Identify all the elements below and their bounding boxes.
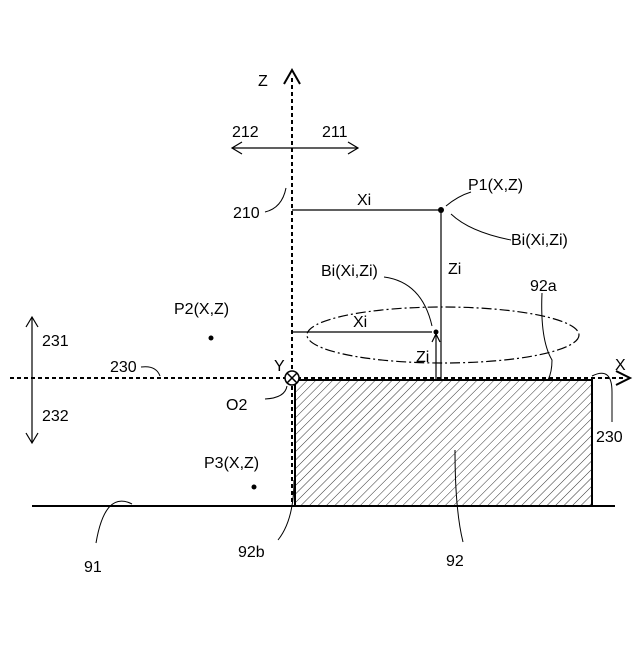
label-230-left: 230 <box>110 359 137 376</box>
label-y-axis: Y <box>274 358 285 375</box>
point-p1 <box>438 207 444 213</box>
label-z-axis: Z <box>258 73 268 90</box>
leader-p1 <box>446 192 471 206</box>
label-91: 91 <box>84 559 102 576</box>
label-212: 212 <box>232 124 259 141</box>
label-211: 211 <box>322 124 348 141</box>
label-210: 210 <box>233 205 260 222</box>
y-axis-symbol <box>285 371 299 385</box>
leader-91 <box>96 501 132 543</box>
leader-230-left <box>141 367 160 376</box>
leader-bi-lower <box>384 277 432 326</box>
label-92b: 92b <box>238 544 265 561</box>
label-origin: O2 <box>226 397 247 414</box>
label-p3: P3(X,Z) <box>204 455 259 472</box>
label-92a: 92a <box>530 278 557 295</box>
label-zi-lower: Zi <box>416 349 429 366</box>
label-xi-upper: Xi <box>357 192 371 209</box>
label-x-axis: X <box>615 357 626 374</box>
direction-arrow-211-212 <box>232 142 358 154</box>
leader-230-right <box>592 373 612 422</box>
region-ellipse <box>307 307 579 363</box>
point-bi-lower <box>434 330 439 335</box>
label-xi-lower: Xi <box>353 314 367 331</box>
label-232: 232 <box>42 408 69 425</box>
label-bi-lower: Bi(Xi,Zi) <box>321 263 378 280</box>
workpiece-92 <box>295 380 592 506</box>
label-92: 92 <box>446 553 464 570</box>
label-p2: P2(X,Z) <box>174 301 229 318</box>
point-p2 <box>209 336 214 341</box>
label-p1: P1(X,Z) <box>468 177 523 194</box>
leader-o2 <box>265 386 287 399</box>
label-zi-upper: Zi <box>448 261 461 278</box>
point-p3 <box>252 485 257 490</box>
direction-arrow-231-232 <box>26 317 38 443</box>
leader-92b <box>278 480 294 540</box>
label-231: 231 <box>42 333 69 350</box>
leader-bi-upper <box>451 214 511 240</box>
leader-92a <box>542 293 552 380</box>
leader-210 <box>265 188 286 212</box>
label-230-right: 230 <box>596 429 623 446</box>
label-bi-upper: Bi(Xi,Zi) <box>511 232 568 249</box>
